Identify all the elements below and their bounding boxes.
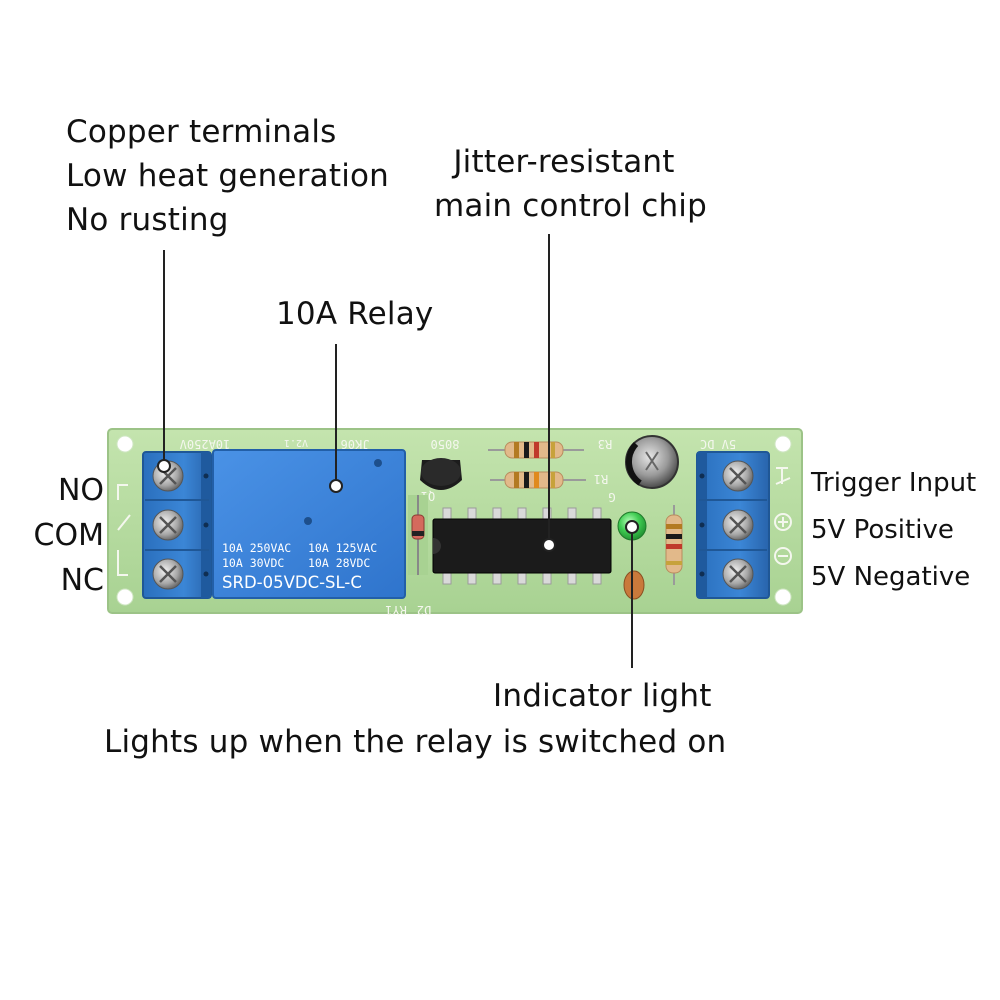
silk-version: V2.1 xyxy=(284,437,308,448)
trigger-symbol-icon xyxy=(775,467,791,485)
silk-d2: D2 xyxy=(417,603,431,617)
silk-g: G xyxy=(608,490,615,504)
relay-text-2b: 10A 28VDC xyxy=(308,556,370,570)
leader-dot-indicator xyxy=(625,520,639,534)
plus-symbol-icon xyxy=(774,513,792,531)
callout-terminals-line-2: Low heat generation xyxy=(66,158,390,194)
screw-com xyxy=(152,509,184,541)
callout-indicator-title: Indicator light xyxy=(493,678,712,714)
terminal-label-no: NO xyxy=(57,473,104,508)
mounting-hole xyxy=(774,435,792,453)
switch-symbol xyxy=(117,484,131,576)
mounting-hole xyxy=(116,435,134,453)
mounting-hole xyxy=(774,588,792,606)
silk-power: 5V DC xyxy=(700,437,736,451)
terminal-label-5v-positive: 5V Positive xyxy=(811,515,954,545)
callout-relay: 10A Relay xyxy=(276,296,434,332)
screw-nc xyxy=(152,558,184,590)
screw-negative xyxy=(722,558,754,590)
minus-symbol-icon xyxy=(774,547,792,565)
transistor-q1 xyxy=(420,458,462,490)
right-terminal-block xyxy=(696,451,770,599)
silk-ry1: RY1 xyxy=(385,603,407,617)
silk-board-id: JK06 xyxy=(341,437,370,451)
silk-r1: R1 xyxy=(594,472,608,486)
terminal-label-5v-negative: 5V Negative xyxy=(811,562,971,592)
callout-terminals: Copper terminals Low heat generation No … xyxy=(66,110,389,242)
callout-terminals-line-3: No rusting xyxy=(66,202,229,238)
resistor-r2 xyxy=(665,505,683,585)
left-terminal-block xyxy=(142,451,212,599)
terminal-label-nc: NC xyxy=(60,563,104,598)
relay: 10A 250VAC 10A 125VAC 10A 30VDC 10A 28VD… xyxy=(212,449,406,599)
screw-trigger xyxy=(722,460,754,492)
callout-chip-line-1: Jitter-resistant xyxy=(453,144,675,180)
leader-dot-relay xyxy=(329,479,343,493)
callout-chip: Jitter-resistant main control chip xyxy=(434,140,708,228)
terminal-label-com: COM xyxy=(33,518,104,553)
leader-dot-terminals xyxy=(157,459,171,473)
callout-indicator-desc: Lights up when the relay is switched on xyxy=(104,724,727,760)
capacitor xyxy=(625,435,679,489)
relay-text-2a: 10A 30VDC xyxy=(222,556,284,570)
ceramic-capacitor xyxy=(623,570,645,600)
callout-chip-line-2: main control chip xyxy=(434,188,708,224)
callout-terminals-line-1: Copper terminals xyxy=(66,114,337,150)
mounting-hole xyxy=(116,588,134,606)
relay-text-1b: 10A 125VAC xyxy=(308,541,377,555)
screw-positive xyxy=(722,509,754,541)
leader-dot-chip xyxy=(542,538,556,552)
silk-r3: R3 xyxy=(598,437,612,451)
main-control-chip xyxy=(432,507,612,585)
terminal-label-trigger: Trigger Input xyxy=(811,468,977,498)
silk-10a250v: 10A250V xyxy=(180,437,231,451)
silk-transistor: 8050 xyxy=(431,437,460,451)
diode-d2 xyxy=(408,495,428,575)
relay-text-1a: 10A 250VAC xyxy=(222,541,291,555)
relay-model: SRD-05VDC-SL-C xyxy=(222,573,362,592)
